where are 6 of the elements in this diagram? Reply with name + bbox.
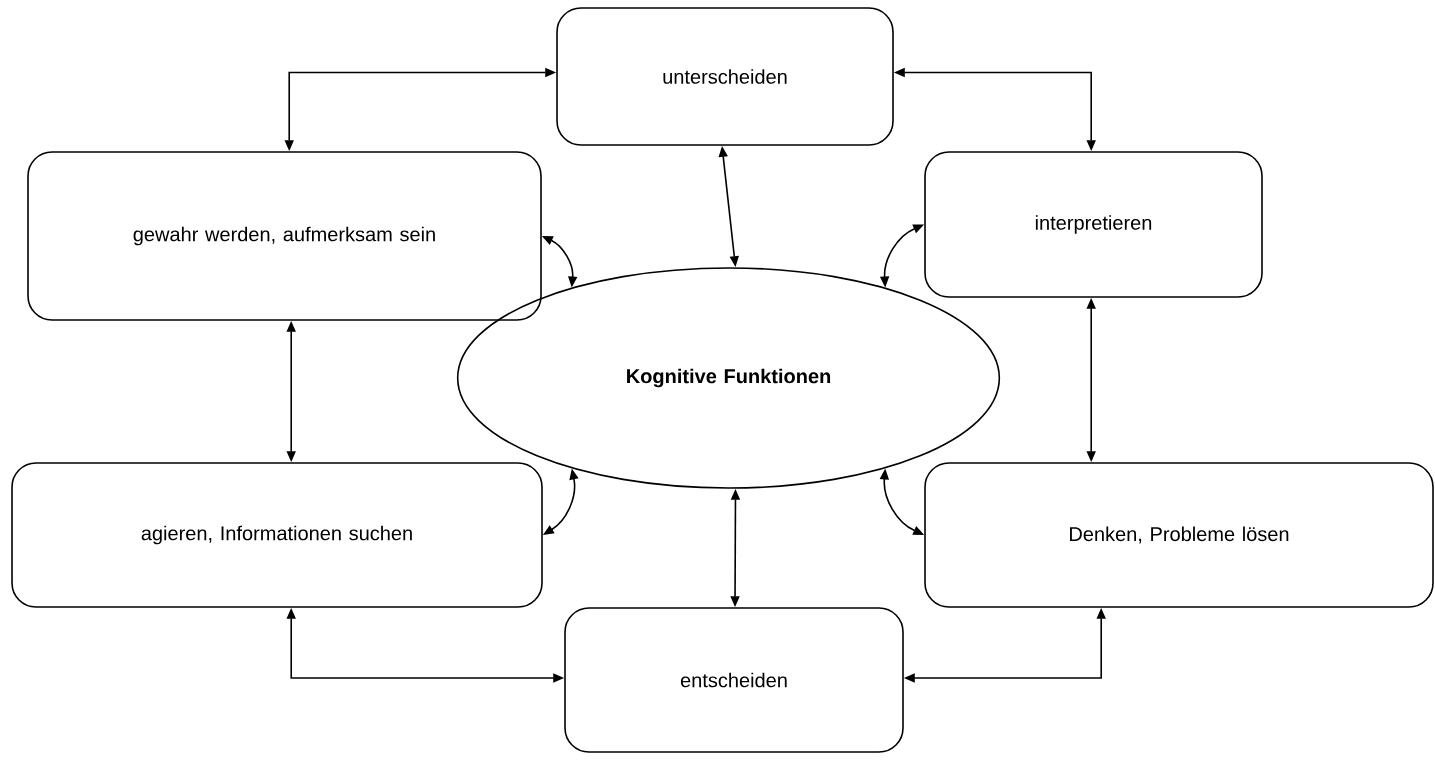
rounded-box: Denken, Probleme lösen xyxy=(924,462,1434,608)
rounded-box: gewahr werden, aufmerksam sein xyxy=(27,151,542,321)
rounded-box: unterscheiden xyxy=(556,7,894,146)
rounded-box: interpretieren xyxy=(924,151,1263,298)
rounded-box: agieren, Informationen suchen xyxy=(11,462,543,608)
rounded-box: entscheiden xyxy=(564,607,904,753)
